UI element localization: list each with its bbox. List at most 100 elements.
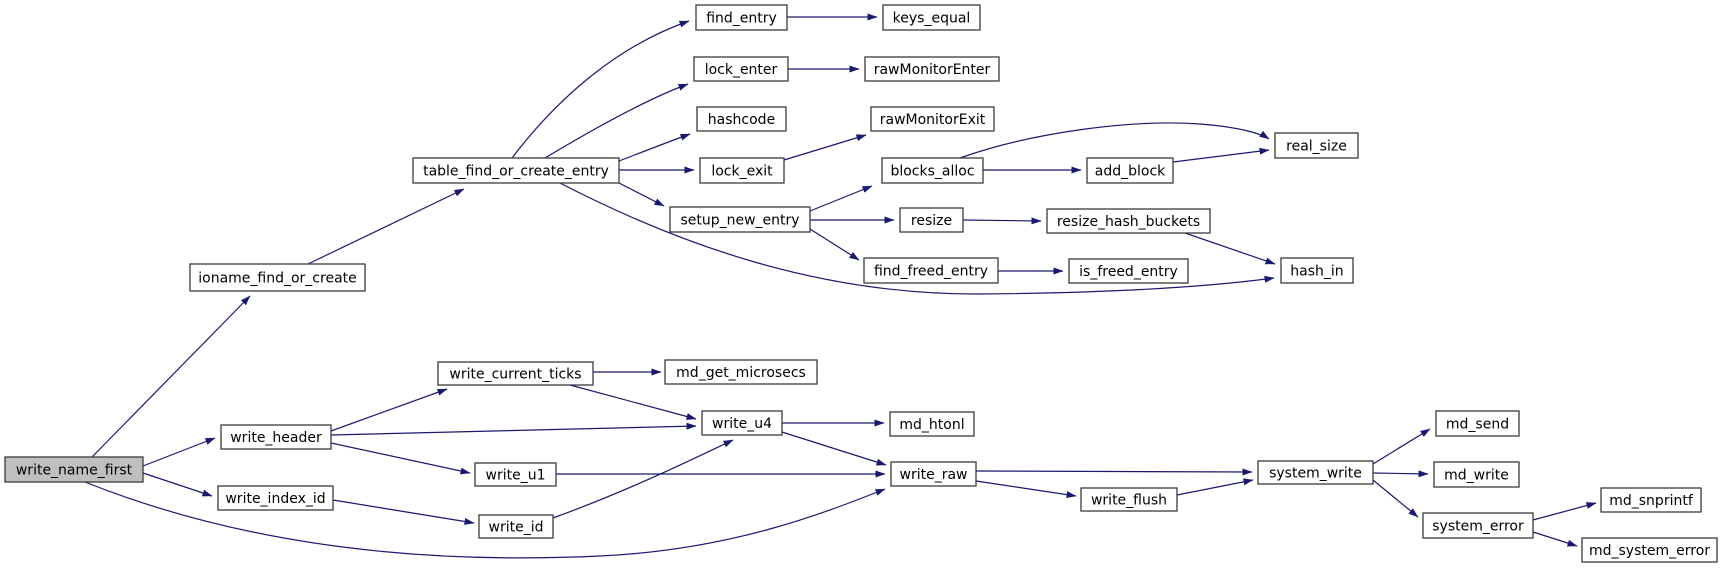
function-box[interactable] — [1086, 157, 1174, 184]
node-write_current_ticks[interactable]: write_current_ticks — [437, 361, 594, 386]
edge-blocks_alloc-to-real_size — [959, 122, 1270, 159]
node-write_index_id[interactable]: write_index_id — [217, 485, 334, 511]
function-box[interactable] — [1600, 487, 1702, 513]
node-system_error[interactable]: system_error — [1422, 512, 1534, 539]
function-box[interactable] — [669, 206, 811, 233]
function-box[interactable] — [693, 56, 789, 82]
node-md_write[interactable]: md_write — [1433, 461, 1520, 488]
function-box[interactable] — [863, 257, 999, 284]
edge-table_find_or_create_entry-to-setup_new_entry — [618, 182, 665, 207]
node-md_system_error[interactable]: md_system_error — [1581, 537, 1718, 563]
current-function-box — [4, 456, 144, 483]
edge-write_header-to-write_u1 — [330, 442, 471, 475]
function-box[interactable] — [478, 514, 554, 539]
function-box[interactable] — [899, 207, 964, 233]
node-write_u1[interactable]: write_u1 — [474, 462, 557, 487]
function-box[interactable] — [1257, 460, 1374, 485]
node-find_entry[interactable]: find_entry — [695, 4, 788, 31]
node-real_size[interactable]: real_size — [1274, 132, 1359, 159]
function-label: md_get_microsecs — [676, 365, 806, 381]
function-label: md_write — [1444, 468, 1509, 484]
node-md_get_microsecs[interactable]: md_get_microsecs — [664, 359, 818, 385]
node-resize[interactable]: resize — [899, 207, 964, 233]
function-box[interactable] — [889, 411, 975, 437]
edge-lock_exit-to-rawMonitorExit — [783, 134, 867, 161]
node-write_id[interactable]: write_id — [478, 514, 554, 539]
function-label: write_header — [230, 430, 322, 446]
function-box[interactable] — [1435, 410, 1520, 437]
function-box[interactable] — [696, 106, 787, 132]
node-blocks_alloc[interactable]: blocks_alloc — [881, 157, 984, 184]
node-add_block[interactable]: add_block — [1086, 157, 1174, 184]
function-box[interactable] — [882, 4, 981, 31]
node-table_find_or_create_entry[interactable]: table_find_or_create_entry — [412, 157, 620, 184]
function-box[interactable] — [1422, 512, 1534, 539]
edge-system_error-to-md_system_error — [1532, 531, 1578, 547]
edge-write_index_id-to-write_id — [332, 499, 475, 525]
function-label: blocks_alloc — [890, 164, 974, 180]
function-box[interactable] — [1046, 208, 1211, 234]
function-box[interactable] — [695, 4, 788, 31]
node-find_freed_entry[interactable]: find_freed_entry — [863, 257, 999, 284]
node-md_send[interactable]: md_send — [1435, 410, 1520, 437]
function-box[interactable] — [1068, 258, 1189, 284]
function-label: md_htonl — [899, 417, 964, 433]
function-label: is_freed_entry — [1079, 264, 1178, 280]
function-box[interactable] — [1080, 487, 1178, 512]
edge-write_header-to-write_u4 — [330, 422, 697, 436]
function-box[interactable] — [664, 359, 818, 385]
edge-resize-to-resize_hash_buckets — [962, 217, 1042, 225]
edge-system_write-to-md_write — [1372, 470, 1429, 478]
node-rawMonitorExit[interactable]: rawMonitorExit — [870, 106, 995, 132]
edge-write_name_first-to-ioname_find_or_create — [91, 295, 251, 458]
function-label: rawMonitorEnter — [874, 62, 991, 78]
edge-write_name_first-to-write_raw — [84, 481, 886, 559]
node-ioname_find_or_create[interactable]: ioname_find_or_create — [189, 263, 366, 292]
node-setup_new_entry[interactable]: setup_new_entry — [669, 206, 811, 233]
node-hash_in[interactable]: hash_in — [1280, 257, 1354, 284]
function-box[interactable] — [437, 361, 594, 386]
function-box[interactable] — [699, 157, 785, 184]
edge-table_find_or_create_entry-to-lock_enter — [544, 83, 689, 159]
edge-resize_hash_buckets-to-hash_in — [1184, 232, 1276, 265]
function-box[interactable] — [474, 462, 557, 487]
function-label: add_block — [1095, 164, 1166, 180]
function-label: real_size — [1286, 139, 1347, 155]
function-box[interactable] — [1433, 461, 1520, 488]
function-box[interactable] — [864, 56, 1000, 82]
edge-system_error-to-md_snprintf — [1532, 502, 1597, 521]
node-write_flush[interactable]: write_flush — [1080, 487, 1178, 512]
function-label: write_u1 — [486, 468, 546, 484]
node-hashcode[interactable]: hashcode — [696, 106, 787, 132]
function-box[interactable] — [189, 263, 366, 292]
node-lock_enter[interactable]: lock_enter — [693, 56, 789, 82]
function-box[interactable] — [1280, 257, 1354, 284]
function-box[interactable] — [1274, 132, 1359, 159]
node-write_raw[interactable]: write_raw — [890, 461, 977, 487]
node-resize_hash_buckets[interactable]: resize_hash_buckets — [1046, 208, 1211, 234]
function-label: write_id — [489, 520, 544, 536]
edge-system_write-to-md_send — [1372, 428, 1431, 465]
node-md_htonl[interactable]: md_htonl — [889, 411, 975, 437]
node-md_snprintf[interactable]: md_snprintf — [1600, 487, 1702, 513]
node-rawMonitorEnter[interactable]: rawMonitorEnter — [864, 56, 1000, 82]
node-system_write[interactable]: system_write — [1257, 460, 1374, 485]
function-label: system_error — [1432, 519, 1524, 535]
node-write_header[interactable]: write_header — [220, 424, 332, 450]
node-keys_equal[interactable]: keys_equal — [882, 4, 981, 31]
function-label: lock_exit — [711, 164, 773, 180]
function-box[interactable] — [412, 157, 620, 184]
function-box[interactable] — [1581, 537, 1718, 563]
function-box[interactable] — [881, 157, 984, 184]
node-is_freed_entry[interactable]: is_freed_entry — [1068, 258, 1189, 284]
function-box[interactable] — [220, 424, 332, 450]
node-write_u4[interactable]: write_u4 — [701, 410, 783, 436]
function-label: ioname_find_or_create — [198, 271, 357, 287]
function-box[interactable] — [701, 410, 783, 436]
edge-write_flush-to-system_write — [1176, 478, 1254, 496]
function-box[interactable] — [890, 461, 977, 487]
function-box[interactable] — [870, 106, 995, 132]
node-lock_exit[interactable]: lock_exit — [699, 157, 785, 184]
function-box[interactable] — [217, 485, 334, 511]
